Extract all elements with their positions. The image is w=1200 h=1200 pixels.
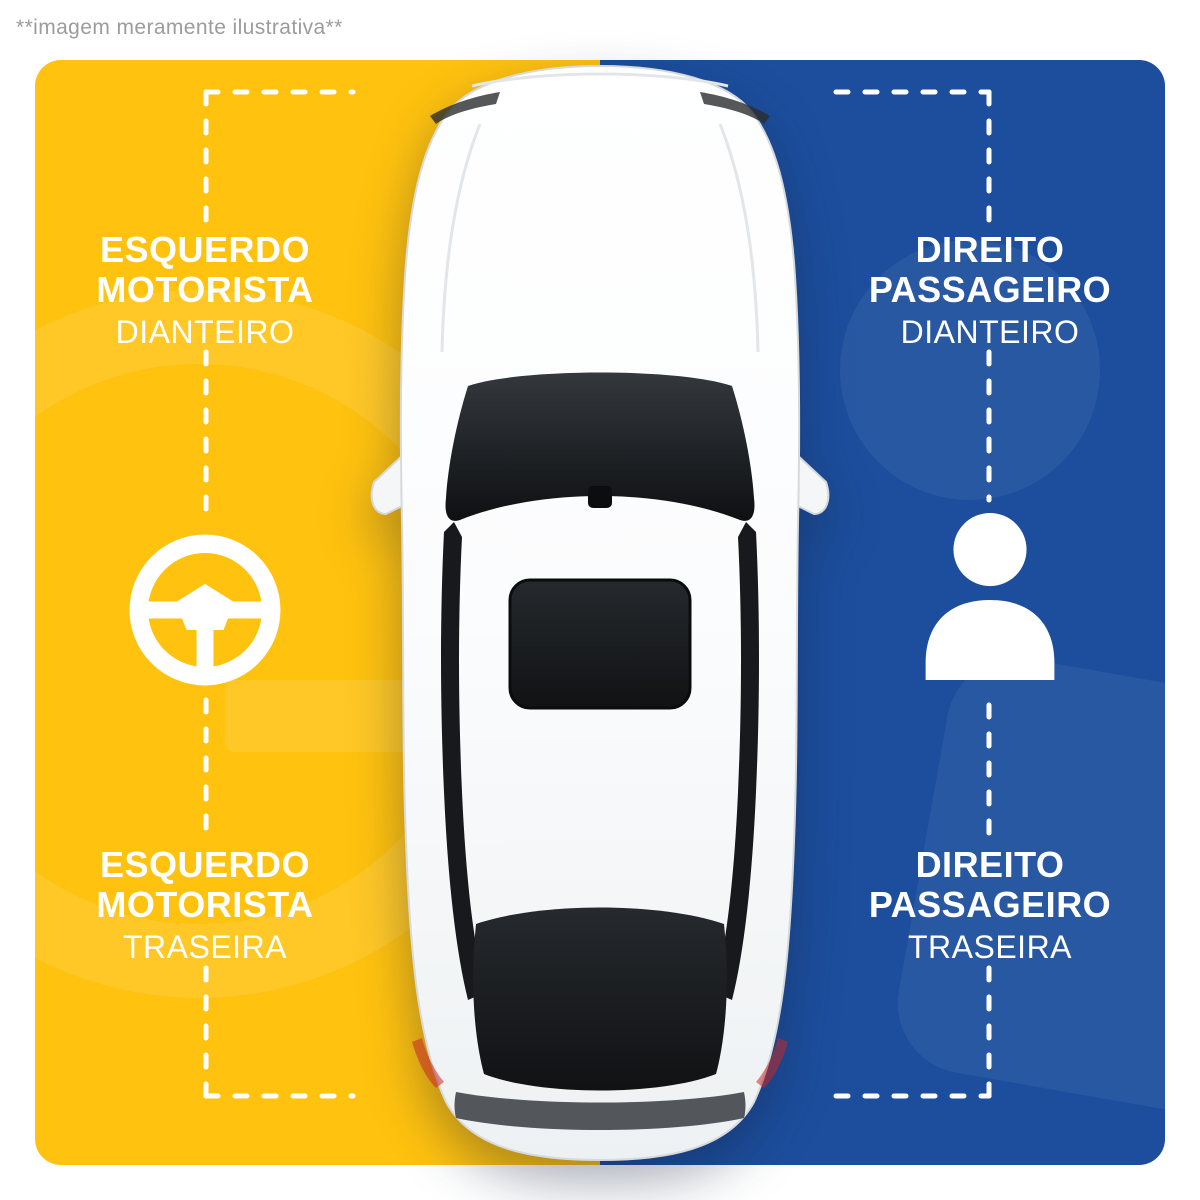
label-line: MOTORISTA <box>96 884 314 925</box>
label-front-left: ESQUERDO MOTORISTA DIANTEIRO <box>50 230 360 351</box>
label-line: MOTORISTA <box>96 269 314 310</box>
label-line: ESQUERDO <box>99 229 311 270</box>
label-rear-right: DIREITO PASSAGEIRO TRASEIRA <box>835 845 1145 966</box>
passenger-icon <box>903 505 1077 695</box>
watermark-circle <box>840 240 1100 500</box>
label-line: PASSAGEIRO <box>868 269 1112 310</box>
label-line: ESQUERDO <box>99 844 311 885</box>
car-top-view <box>360 52 840 1172</box>
label-line: TRASEIRA <box>907 929 1073 965</box>
label-line: DIANTEIRO <box>900 314 1080 350</box>
label-line: PASSAGEIRO <box>868 884 1112 925</box>
label-line: DIANTEIRO <box>115 314 295 350</box>
rear-bumper-trim <box>454 1092 746 1130</box>
label-line: DIREITO <box>915 844 1065 885</box>
hood-contours <box>440 72 760 353</box>
watermark-bar <box>225 680 415 752</box>
label-line: DIREITO <box>915 229 1065 270</box>
side-window-left <box>441 522 486 1000</box>
side-window-right <box>714 522 759 1000</box>
headlight-right <box>700 92 770 124</box>
windshield <box>445 372 755 521</box>
rearview-mirror <box>588 486 612 508</box>
label-line: TRASEIRA <box>122 929 288 965</box>
label-front-right: DIREITO PASSAGEIRO DIANTEIRO <box>835 230 1145 351</box>
sunroof <box>508 578 692 710</box>
taillight-right <box>756 1038 788 1088</box>
headlight-left <box>430 92 500 124</box>
label-rear-left: ESQUERDO MOTORISTA TRASEIRA <box>50 845 360 966</box>
taillight-left <box>412 1038 444 1088</box>
disclaimer-text: **imagem meramente ilustrativa** <box>16 16 343 39</box>
steering-wheel-icon <box>128 533 282 687</box>
rear-window <box>473 907 727 1091</box>
